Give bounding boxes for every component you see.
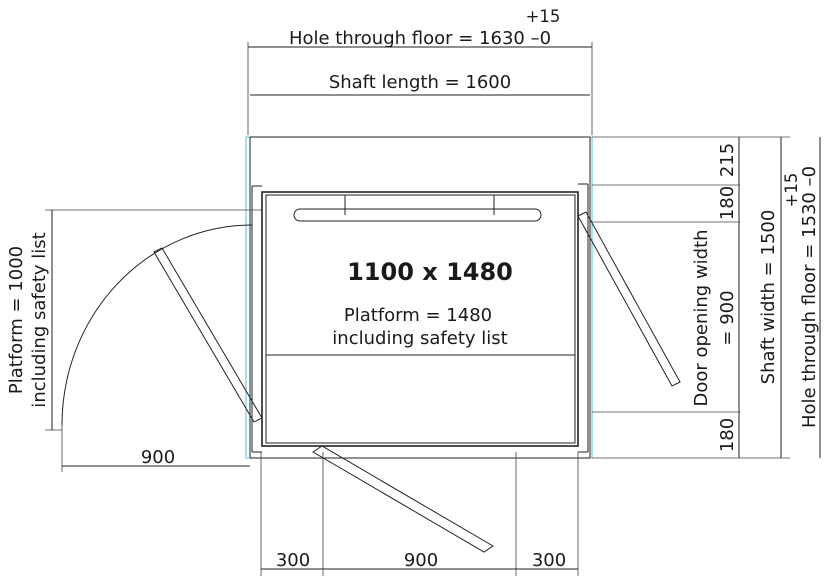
platform-width-sub: including safety list (29, 232, 50, 407)
hole-through-floor-label: Hole through floor = 1630 –0 (289, 28, 551, 49)
platform-outer (261, 191, 579, 447)
door-swing-arc (61, 224, 253, 426)
shaft-width-label: Shaft width = 1500 (758, 210, 779, 385)
door-opening-label: Door opening width (691, 229, 712, 406)
platform-inner (265, 194, 576, 444)
platform: 1100 x 1480 Platform = 1480 including sa… (251, 183, 589, 453)
hole-tolerance-right: +15 (782, 173, 801, 208)
shaft-outline (245, 136, 593, 459)
model-title: 1100 x 1480 (347, 258, 513, 286)
door-opening-value: = 900 (717, 290, 738, 345)
swing-width-label: 900 (141, 447, 175, 468)
top-dimensions: +15 Hole through floor = 1630 –0 Shaft l… (247, 7, 593, 135)
bottom-door-leaf (312, 445, 494, 553)
right-door-leaf (577, 211, 681, 387)
handrail-end-left (293, 208, 301, 222)
dim-180-bottom: 180 (717, 418, 738, 452)
door-width-label: 900 (404, 550, 438, 571)
handrail-end-right (534, 208, 542, 222)
left-side: 900 Platform = 1000 including safety lis… (6, 209, 263, 472)
left-door-leaf (153, 247, 263, 423)
hole-through-floor-right: Hole through floor = 1530 –0 (799, 166, 820, 428)
platform-length-sub: including safety list (332, 328, 507, 349)
dim-180-top: 180 (717, 186, 738, 220)
hole-tolerance-top: +15 (526, 7, 561, 26)
platform-length-label: Platform = 1480 (344, 305, 492, 326)
platform-width-label: Platform = 1000 (6, 246, 27, 394)
right-offset-label: 300 (532, 550, 566, 571)
bottom-side: 300 900 300 (260, 445, 579, 576)
hole-outline (245, 136, 593, 459)
left-offset-label: 300 (276, 550, 310, 571)
shaft-length-label: Shaft length = 1600 (329, 72, 511, 93)
right-side: 215 180 Door opening width = 900 180 Sha… (577, 136, 821, 459)
dim-215: 215 (717, 143, 738, 177)
